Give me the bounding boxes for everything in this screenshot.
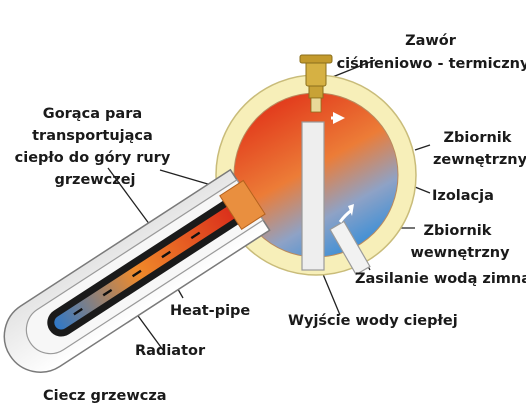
label-heating-fluid: Ciecz grzewcza	[43, 388, 167, 404]
flow-arrows	[331, 112, 354, 223]
hot-water-outlet-pipe	[301, 121, 325, 271]
fluid-flow-marks	[73, 231, 201, 316]
label-valve: Zawór ciśnieniowo - termiczny	[337, 33, 526, 72]
label-inner-tank: Zbiornik wewnętrzny	[410, 223, 510, 261]
label-insulation: Izolacja	[432, 188, 494, 204]
pressure-valve	[299, 54, 333, 113]
label-radiator: Radiator	[135, 343, 206, 359]
label-hot-outlet: Wyjście wody ciepłej	[288, 313, 458, 329]
label-cold-supply: Zasilanie wodą zimną	[355, 271, 526, 287]
label-heat-pipe: Heat-pipe	[170, 303, 250, 319]
label-hot-steam: Gorąca para transportująca ciepło do gór…	[15, 106, 176, 188]
condenser-sleeve	[219, 179, 266, 230]
cold-water-inlet-pipe	[329, 220, 371, 276]
vacuum-tube	[3, 168, 271, 373]
label-outer-tank: Zbiornik zewnętrzny	[433, 130, 526, 168]
